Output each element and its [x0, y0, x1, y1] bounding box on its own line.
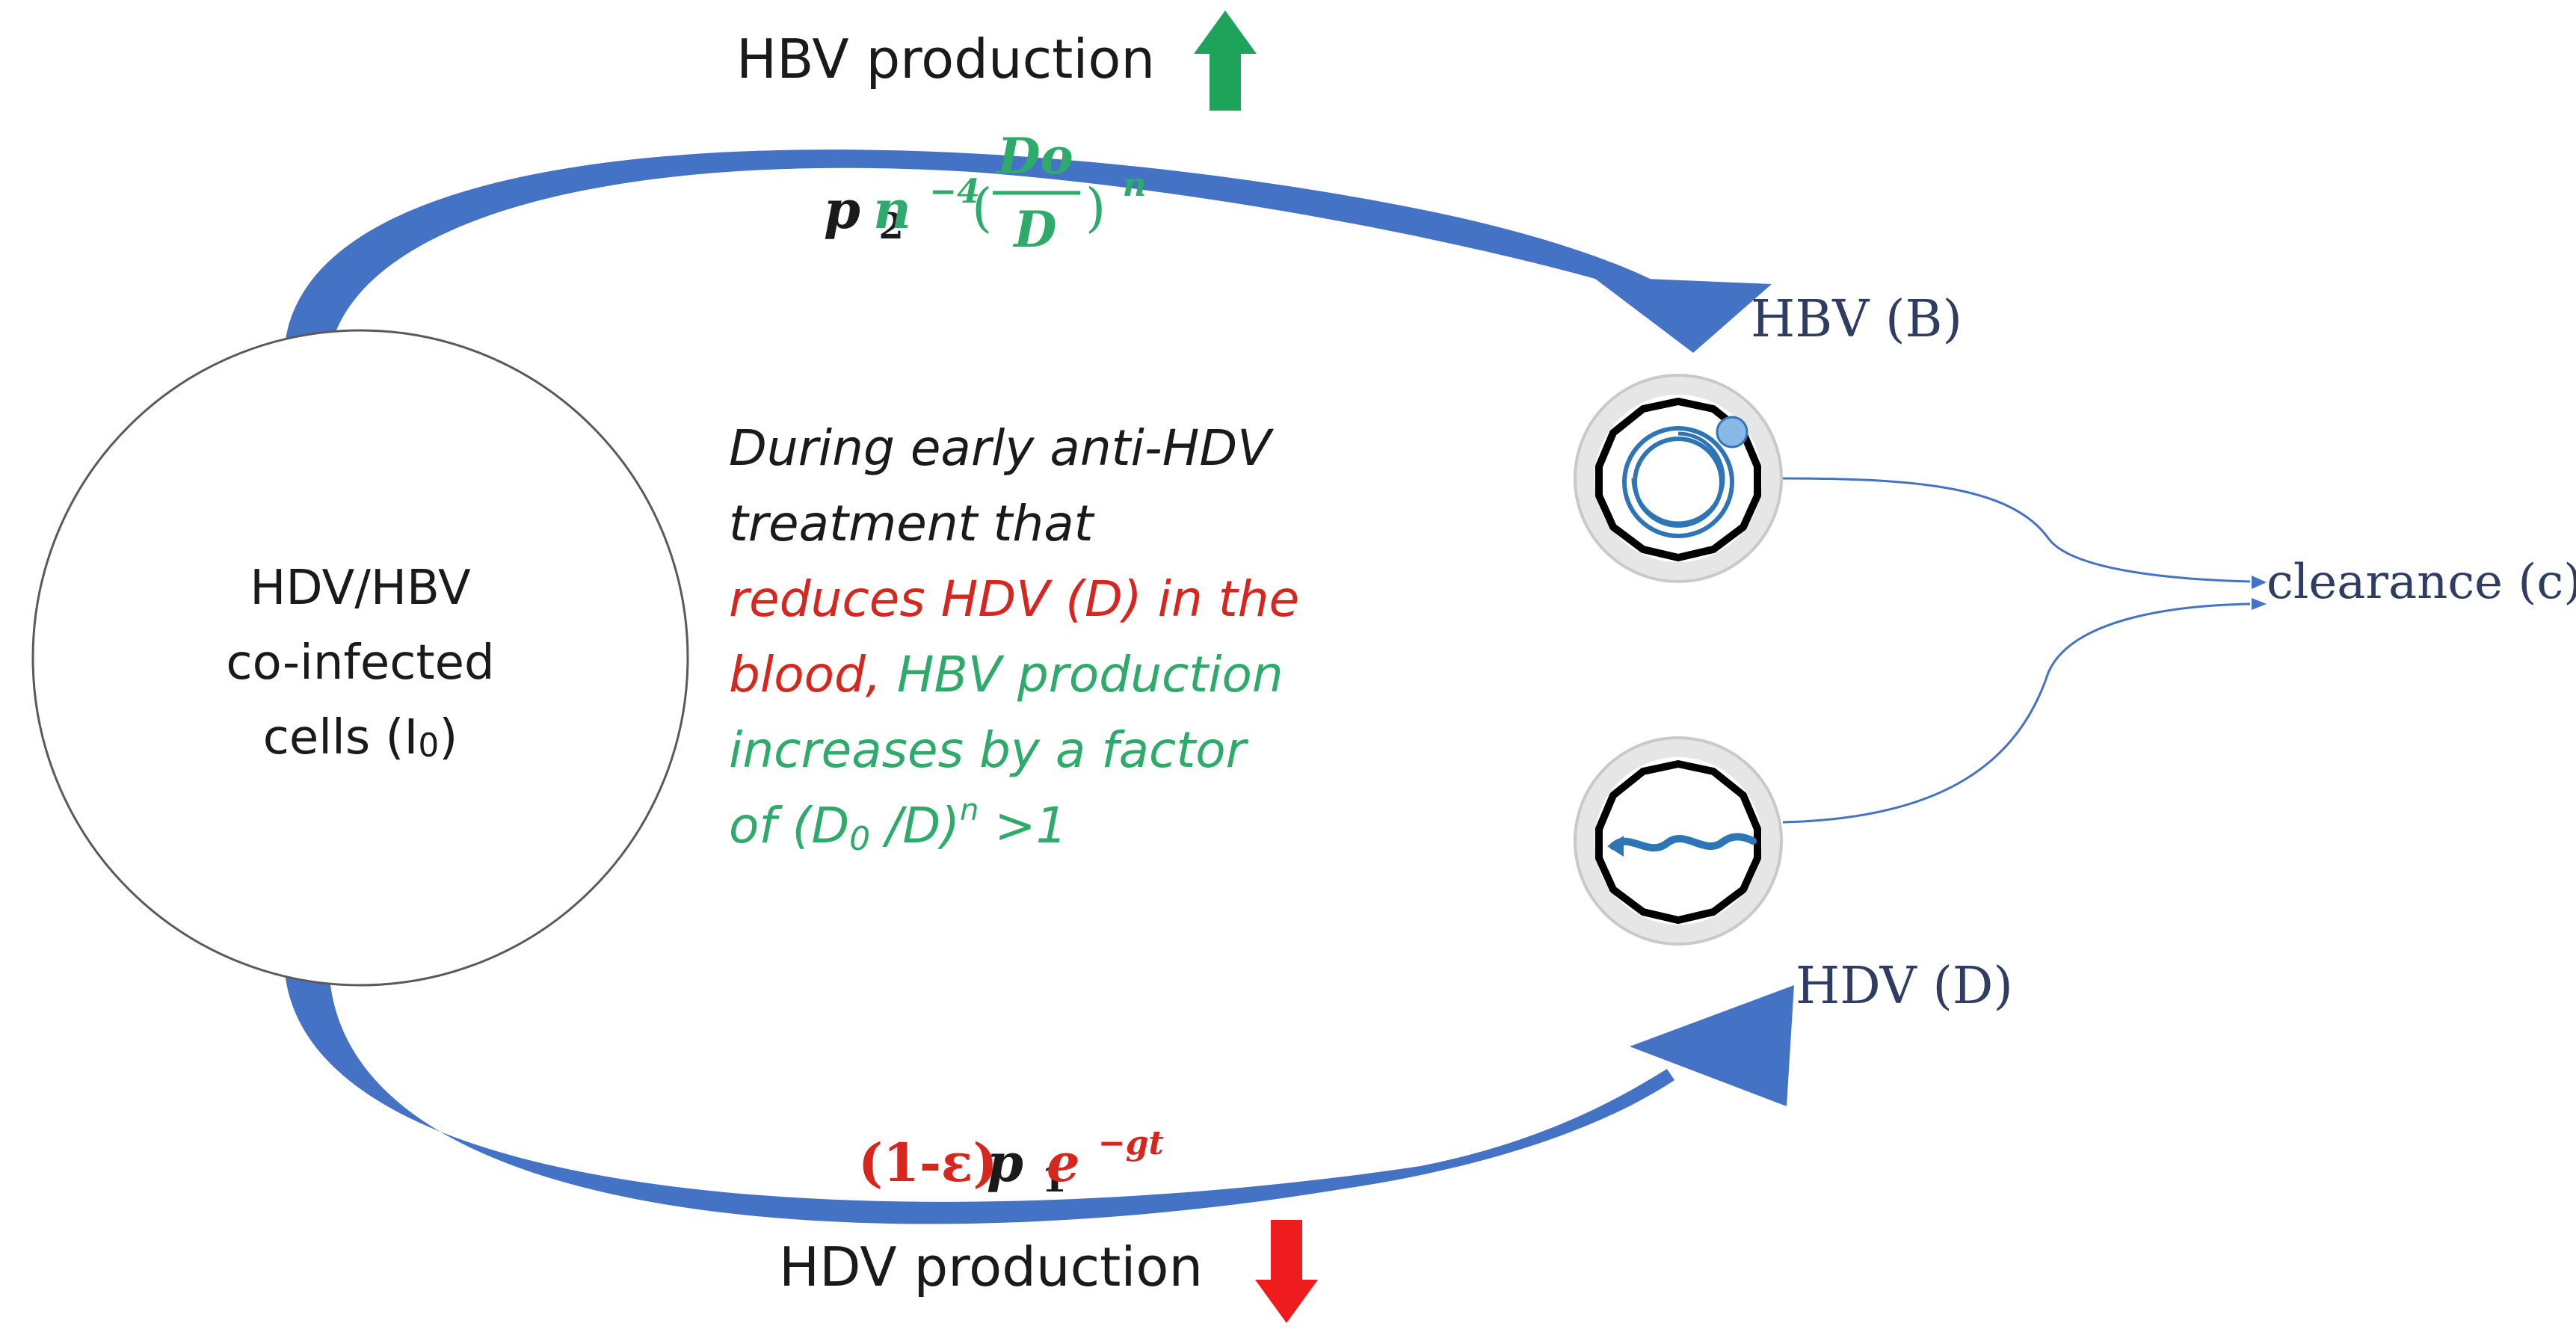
svg-text:) n: ) n	[1085, 166, 1147, 238]
hdv-clearance-connector	[1782, 602, 2251, 824]
svg-text:n −4: n −4	[873, 173, 980, 241]
hbv-production-arrowhead	[1592, 277, 1772, 353]
svg-text:p 1: p 1	[987, 1132, 1067, 1200]
cell-label-line3: cells (I0)	[263, 710, 458, 765]
hbv-production-formula: p 2 n −4 ( Do D ) n	[824, 127, 1147, 259]
hbv-clearance-arrowhead	[2252, 576, 2267, 589]
hdv-production-formula: (1-ε) p 1 e −gt	[858, 1124, 1164, 1200]
coinfected-cell	[31, 329, 689, 987]
svg-text:(1-ε): (1-ε)	[858, 1132, 998, 1194]
svg-text:During early anti-HDV: During early anti-HDV	[729, 419, 1274, 477]
hbv-production-label: HBV production	[736, 28, 1155, 90]
svg-text:of (D0 /D)n >1: of (D0 /D)n >1	[729, 793, 1067, 858]
down-arrow-icon	[1255, 1220, 1318, 1323]
svg-text:reduces HDV (D) in the: reduces HDV (D) in the	[729, 570, 1299, 628]
svg-text:Do: Do	[996, 127, 1073, 185]
hdv-production-label: HDV production	[779, 1236, 1203, 1298]
cell-label-line1: HDV/HBV	[250, 561, 471, 616]
svg-text:blood, HBV production: blood, HBV production	[729, 646, 1284, 703]
hdv-particle	[1574, 736, 1783, 946]
up-arrow-icon	[1194, 10, 1257, 111]
hdv-particle-label: HDV (D)	[1796, 957, 2013, 1016]
hbv-production-arrow-body	[284, 149, 1674, 356]
svg-text:e −gt: e −gt	[1047, 1124, 1164, 1194]
clearance-label: clearance (c)	[2267, 555, 2576, 610]
svg-text:treatment that: treatment that	[729, 495, 1095, 552]
svg-text:(: (	[972, 177, 992, 238]
explanation-text: During early anti-HDV treatment that red…	[729, 419, 1299, 858]
hdv-clearance-arrowhead	[2252, 598, 2267, 610]
hbv-clearance-connector	[1782, 477, 2251, 583]
hbv-particle-label: HBV (B)	[1751, 290, 1962, 349]
svg-text:p 2: p 2	[824, 179, 904, 247]
hdv-production-arrowhead	[1630, 985, 1794, 1106]
hbv-particle	[1574, 374, 1783, 583]
svg-text:increases by a factor: increases by a factor	[729, 721, 1249, 779]
cell-label-line2: co-infected	[226, 635, 494, 691]
svg-text:D: D	[1012, 200, 1056, 259]
